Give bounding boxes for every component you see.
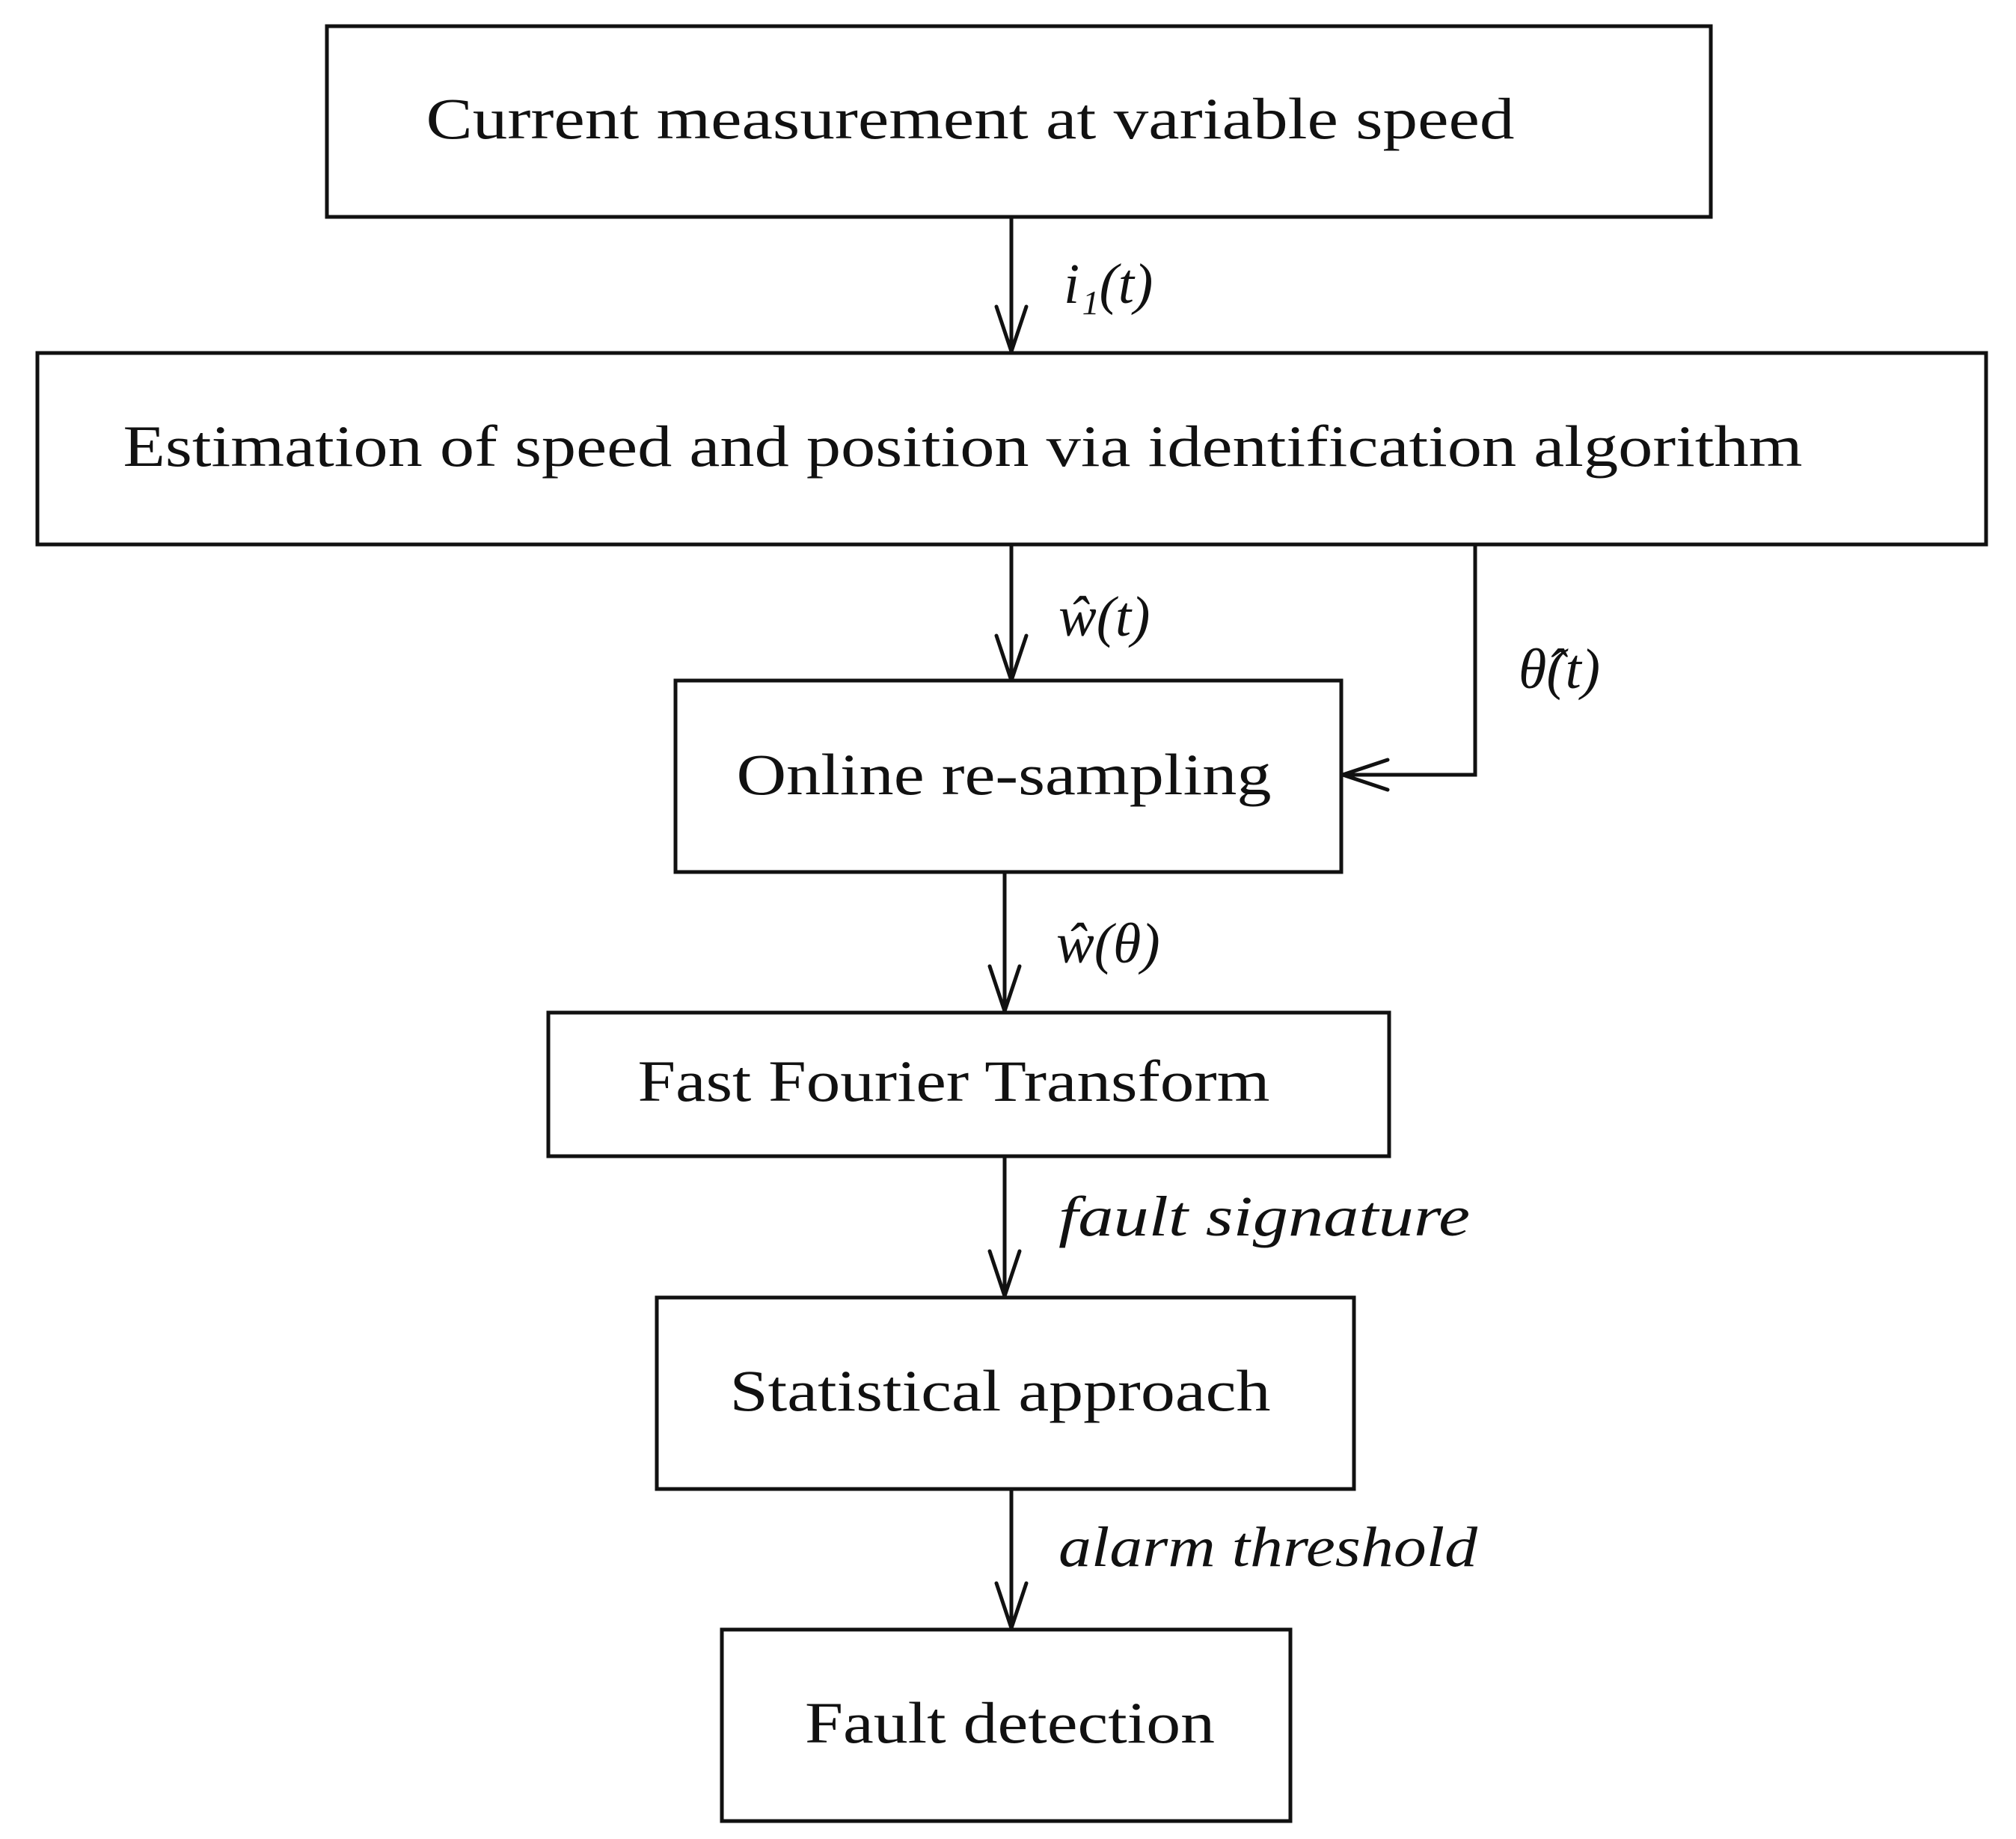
node-fft: Fast Fourier Transform <box>546 1010 1391 1158</box>
node-current-measurement-label: Current measurement at variable speed <box>426 86 1515 151</box>
node-online-resampling: Online re-sampling <box>673 678 1344 874</box>
edge-estimation-to-resampling-speed: ŵ(t) <box>994 544 1150 683</box>
edge-label-current-signal: i₁(t) <box>1064 253 1153 316</box>
node-current-measurement: Current measurement at variable speed <box>325 24 1713 219</box>
node-statistical-approach: Statistical approach <box>655 1295 1356 1491</box>
edge-label-speed-estimate: ŵ(t) <box>1058 586 1150 648</box>
node-fault-detection-label: Fault detection <box>805 1690 1215 1755</box>
edge-resampling-to-fft: ŵ(θ) <box>987 872 1160 1013</box>
edge-label-alarm-threshold: alarm threshold <box>1058 1516 1478 1579</box>
node-estimation-label: Estimation of speed and position via ide… <box>123 414 1803 479</box>
node-fault-detection: Fault detection <box>720 1627 1293 1823</box>
edge-fft-to-statistical: fault signature <box>987 1156 1470 1298</box>
edge-statistical-to-detection: alarm threshold <box>994 1489 1478 1630</box>
edge-current-to-estimation: i₁(t) <box>994 217 1153 354</box>
node-statistical-approach-label: Statistical approach <box>730 1358 1271 1423</box>
edge-label-fault-signature: fault signature <box>1058 1185 1470 1248</box>
node-fft-label: Fast Fourier Transform <box>638 1049 1270 1114</box>
edge-label-position-estimate: θ̂(t) <box>1519 638 1600 701</box>
node-online-resampling-label: Online re-sampling <box>737 742 1272 807</box>
node-estimation: Estimation of speed and position via ide… <box>35 351 1988 547</box>
edge-label-angular-resampled: ŵ(θ) <box>1056 912 1160 975</box>
edge-estimation-to-resampling-position: θ̂(t) <box>1341 544 1600 792</box>
